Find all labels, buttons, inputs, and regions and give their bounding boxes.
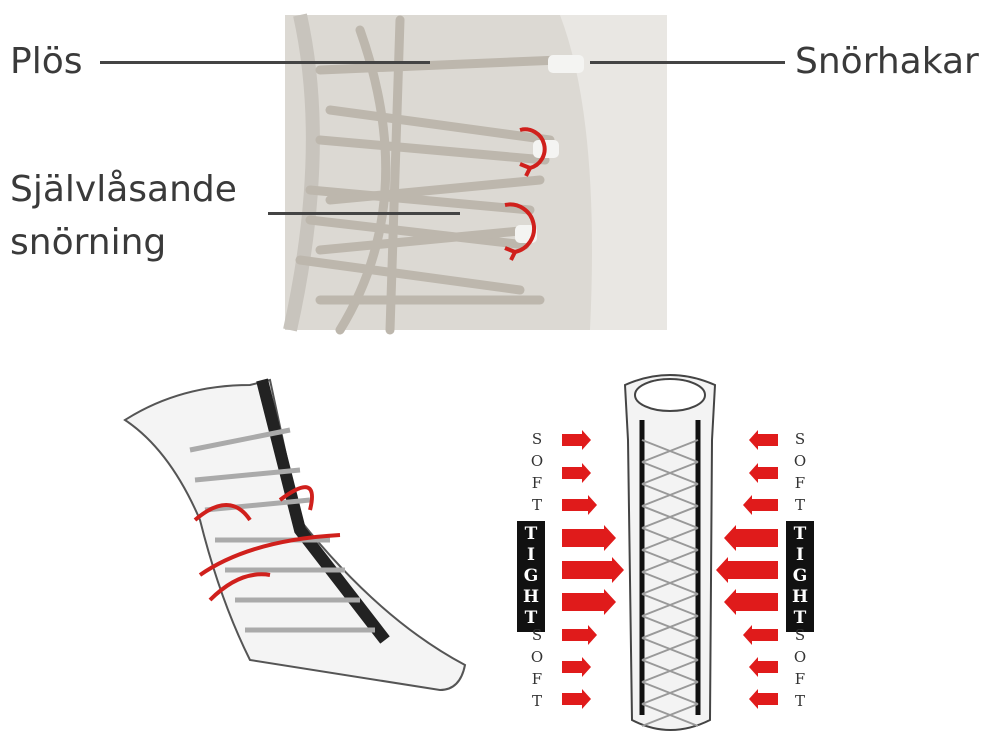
arrow-right-icon bbox=[562, 625, 597, 645]
lace bbox=[641, 703, 699, 727]
arrow-left-icon bbox=[743, 625, 778, 645]
arrow-left-icon bbox=[724, 589, 778, 615]
arrow-left-icon bbox=[749, 657, 778, 677]
arrow-left-icon bbox=[749, 430, 778, 450]
arrow-left-icon bbox=[724, 525, 778, 551]
soft-label-top-right: SOFT bbox=[791, 430, 809, 518]
arrow-left-icon bbox=[749, 463, 778, 483]
lace bbox=[641, 549, 699, 573]
lock-arrow-icon bbox=[504, 127, 547, 261]
label-hooks: Snörhakar bbox=[795, 41, 979, 82]
front-boot-sketch bbox=[623, 374, 717, 731]
tension-arrows bbox=[562, 430, 778, 709]
lace bbox=[641, 483, 699, 507]
arrow-right-icon bbox=[562, 430, 591, 450]
arrow-left-icon bbox=[743, 495, 778, 515]
arrow-right-icon bbox=[562, 689, 591, 709]
lace bbox=[641, 659, 699, 683]
lace bbox=[641, 593, 699, 617]
arrow-left-icon bbox=[716, 557, 778, 583]
lace bbox=[641, 637, 699, 661]
leader-line-self-locking bbox=[268, 212, 460, 215]
label-self-locking-2: snörning bbox=[10, 222, 167, 263]
soft-label-bottom-right: SOFT bbox=[791, 626, 809, 714]
lace bbox=[641, 505, 699, 529]
arrow-right-icon bbox=[562, 525, 616, 551]
side-boot-sketch bbox=[123, 378, 467, 692]
lace bbox=[641, 461, 699, 485]
arrow-left-icon bbox=[749, 689, 778, 709]
arrow-right-icon bbox=[562, 589, 616, 615]
arrow-right-icon bbox=[562, 557, 624, 583]
leader-line-tongue bbox=[100, 61, 430, 64]
label-self-locking-1: Självlåsande bbox=[10, 169, 237, 210]
tight-label-right: TIGHT bbox=[786, 521, 814, 632]
lace bbox=[641, 615, 699, 639]
arrow-right-icon bbox=[562, 463, 591, 483]
arrow-right-icon bbox=[562, 657, 591, 677]
lace bbox=[641, 439, 699, 463]
tight-label-left: TIGHT bbox=[517, 521, 545, 632]
lace bbox=[641, 571, 699, 595]
lace bbox=[641, 681, 699, 705]
label-tongue: Plös bbox=[10, 41, 83, 82]
lace bbox=[641, 527, 699, 551]
soft-label-bottom-left: SOFT bbox=[528, 626, 546, 714]
arrow-right-icon bbox=[562, 495, 597, 515]
leader-line-hooks bbox=[590, 61, 785, 64]
soft-label-top-left: SOFT bbox=[528, 430, 546, 518]
skate-photo bbox=[283, 13, 667, 335]
